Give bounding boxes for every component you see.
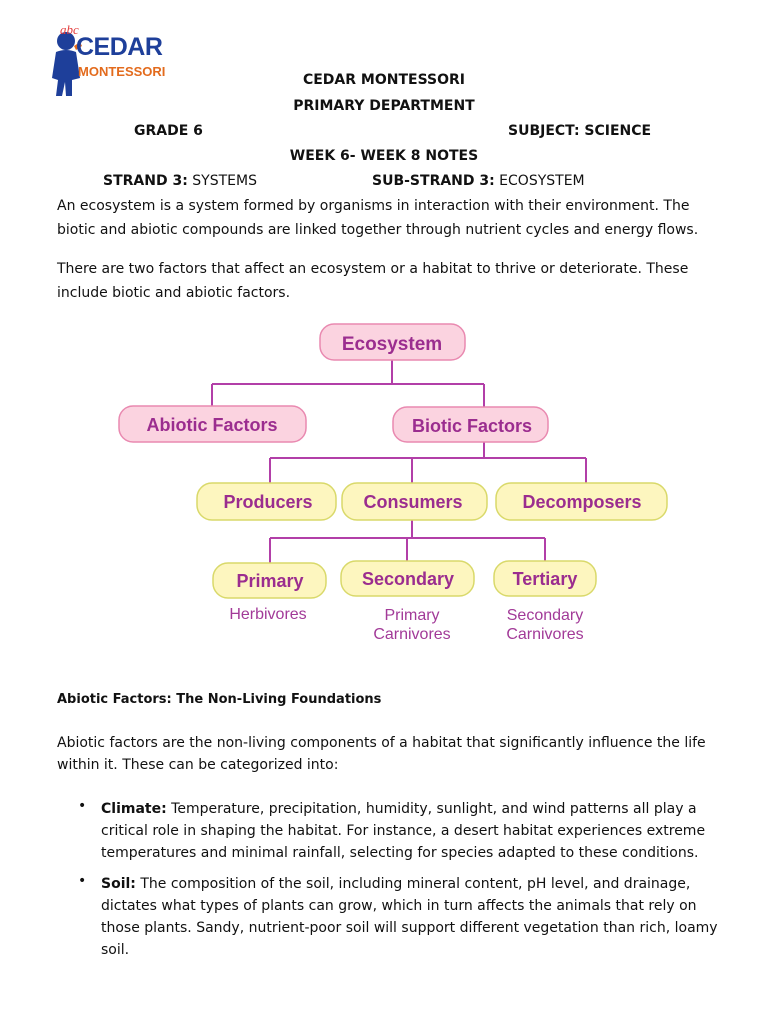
secondary-sublabel-1: Primary: [384, 607, 439, 624]
node-abiotic-label: Abiotic Factors: [146, 415, 277, 435]
week-label: WEEK 6- WEEK 8 NOTES: [289, 148, 479, 164]
secondary-sublabel-2: Carnivores: [373, 626, 450, 643]
node-primary-label: Primary: [236, 571, 303, 591]
logo-subname: MONTESSORI: [78, 64, 166, 79]
list-item-term: Soil:: [101, 876, 136, 892]
grade-label: GRADE 6: [134, 123, 203, 139]
node-abiotic-factors: Abiotic Factors: [118, 405, 307, 443]
strand-line: STRAND 3: SYSTEMS: [103, 173, 257, 189]
node-secondary-label: Secondary: [362, 569, 454, 589]
node-decomposers-label: Decomposers: [522, 492, 641, 512]
list-item-text: Temperature, precipitation, humidity, su…: [101, 801, 706, 861]
tertiary-sublabel-2: Carnivores: [506, 626, 583, 643]
node-biotic-label: Biotic Factors: [412, 416, 532, 436]
node-secondary: Secondary: [340, 560, 475, 597]
department-name: PRIMARY DEPARTMENT: [293, 98, 475, 114]
list-item-text: The composition of the soil, including m…: [101, 876, 718, 958]
node-ecosystem: Ecosystem: [319, 323, 466, 361]
node-biotic-factors: Biotic Factors: [392, 406, 549, 443]
primary-sublabel: Herbivores: [229, 606, 306, 623]
intro-paragraph-1: An ecosystem is a system formed by organ…: [57, 198, 699, 238]
ecosystem-diagram: Ecosystem Abiotic Factors Biotic Factors…: [118, 323, 668, 643]
node-tertiary-label: Tertiary: [513, 569, 578, 589]
section-intro: Abiotic factors are the non-living compo…: [57, 735, 706, 773]
node-tertiary: Tertiary: [493, 560, 597, 597]
strand-label: STRAND 3:: [103, 173, 188, 189]
node-producers-label: Producers: [223, 492, 312, 512]
strand-value: SYSTEMS: [187, 173, 257, 189]
tertiary-sublabel-1: Secondary: [507, 607, 584, 624]
list-item-term: Climate:: [101, 801, 167, 817]
school-name: CEDAR MONTESSORI: [302, 72, 466, 88]
substrand-label: SUB-STRAND 3:: [372, 173, 495, 189]
list-item-soil: Soil: The composition of the soil, inclu…: [101, 873, 731, 961]
bullet-dot-icon: •: [78, 873, 87, 889]
node-producers: Producers: [196, 482, 337, 521]
node-ecosystem-label: Ecosystem: [342, 334, 442, 355]
subject-label: SUBJECT: SCIENCE: [508, 123, 652, 139]
node-consumers-label: Consumers: [363, 492, 462, 512]
logo-name: CEDAR: [76, 33, 163, 61]
logo-abc: abc: [60, 22, 79, 37]
bullet-dot-icon: •: [78, 798, 87, 814]
substrand-value: ECOSYSTEM: [494, 173, 585, 189]
diagram-connectors: [211, 360, 587, 563]
substrand-line: SUB-STRAND 3: ECOSYSTEM: [372, 173, 585, 189]
list-item-climate: Climate: Temperature, precipitation, hum…: [101, 798, 731, 864]
section-heading: Abiotic Factors: The Non-Living Foundati…: [57, 692, 382, 707]
intro-paragraph-2: There are two factors that affect an eco…: [57, 261, 689, 301]
child-silhouette-icon: [52, 32, 82, 96]
node-consumers: Consumers: [341, 482, 488, 521]
node-primary: Primary: [212, 562, 327, 599]
node-decomposers: Decomposers: [495, 482, 668, 521]
